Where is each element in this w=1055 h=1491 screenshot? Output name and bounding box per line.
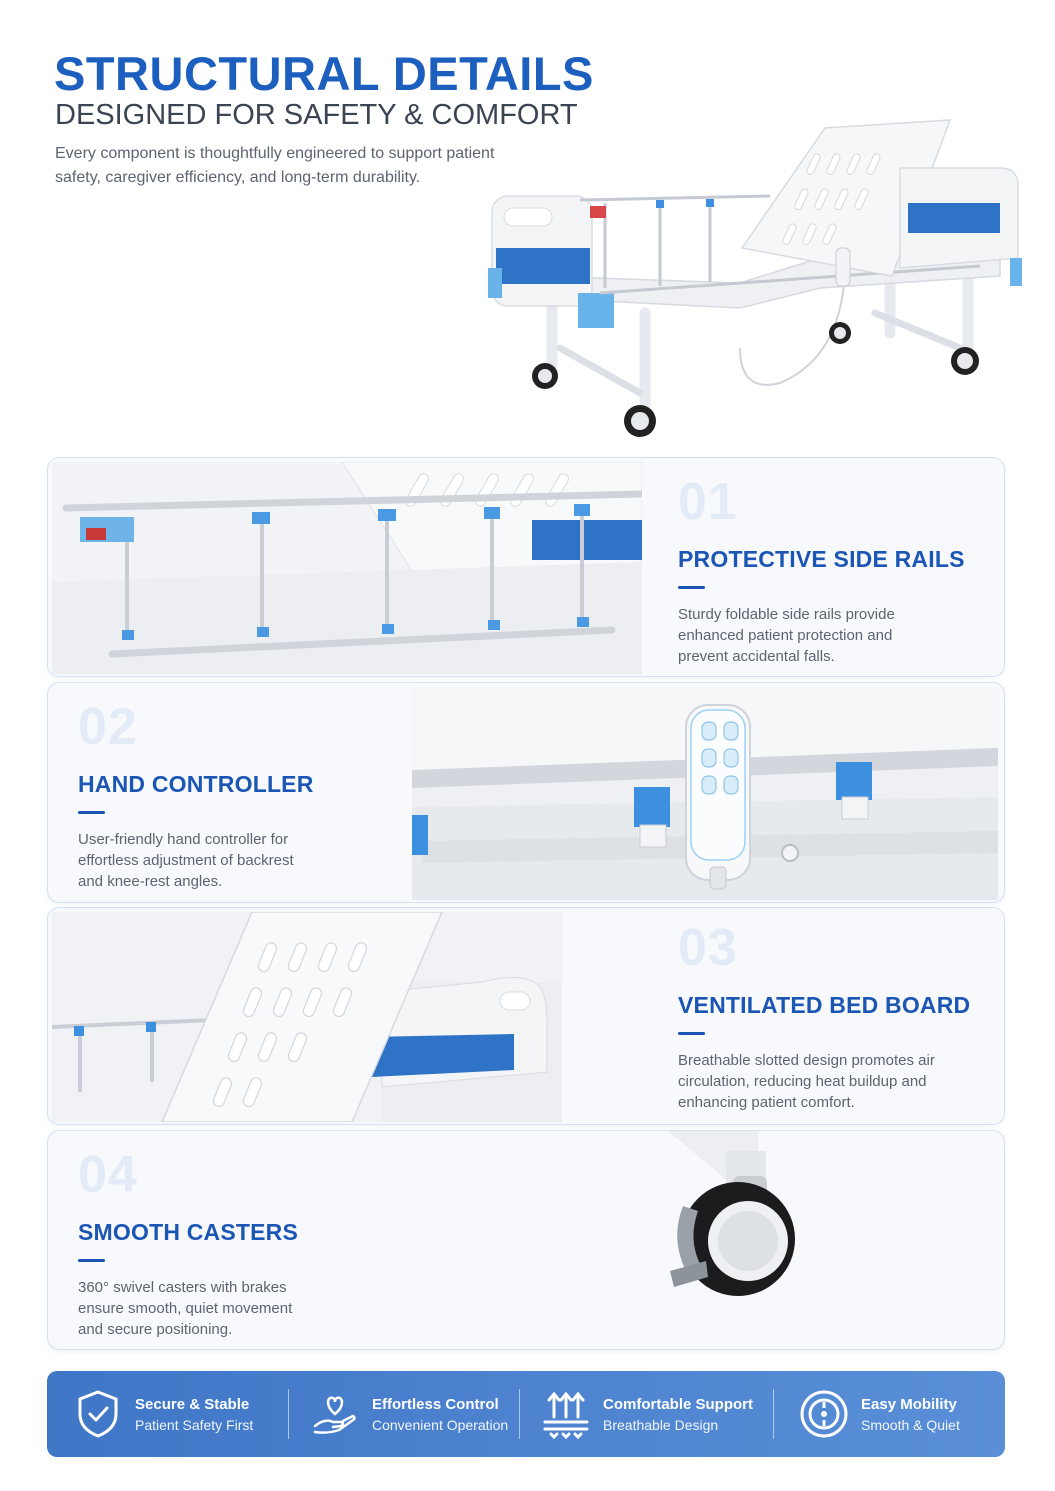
shield-check-icon [73,1389,123,1439]
feature-title: HAND CONTROLLER [78,771,314,797]
banner-title: Effortless Control [372,1395,499,1413]
feature-card-hand-controller: 02 HAND CONTROLLER User-friendly hand co… [47,682,1005,903]
banner-item-support: Comfortable Support Breathable Design [519,1371,773,1457]
page-subtitle: DESIGNED FOR SAFETY & COMFORT [55,99,578,131]
title-underline [678,586,705,589]
feature-number: 04 [78,1146,138,1204]
banner-item-mobility: Easy Mobility Smooth & Quiet [773,1371,1005,1457]
feature-description: Sturdy foldable side rails provide enhan… [678,606,895,665]
feature-number: 02 [78,698,138,756]
title-underline [78,811,105,814]
feature-number: 03 [678,919,738,977]
bed-board-image [52,912,562,1122]
banner-subtitle: Patient Safety First [135,1416,254,1433]
feature-banner: Secure & Stable Patient Safety First Eff… [47,1371,1005,1457]
feature-title: VENTILATED BED BOARD [678,992,971,1018]
wheel-icon [799,1389,849,1439]
hand-controller-image [412,687,998,900]
heart-hand-icon [310,1389,360,1439]
caster-wheel-image [668,1131,795,1296]
page-description: Every component is thoughtfully engineer… [55,145,495,186]
title-underline [678,1032,705,1035]
feature-description: User-friendly hand controller for effort… [78,831,294,890]
feature-number: 01 [678,473,738,531]
support-arrows-icon [541,1389,591,1439]
feature-card-casters: 04 SMOOTH CASTERS 360° swivel casters wi… [47,1130,1005,1350]
banner-item-secure: Secure & Stable Patient Safety First [47,1371,288,1457]
side-rails-image [52,462,642,674]
banner-subtitle: Breathable Design [603,1416,719,1433]
banner-title: Secure & Stable [135,1395,250,1413]
page-title: STRUCTURAL DETAILS [54,47,594,100]
banner-title: Easy Mobility [861,1395,957,1413]
title-underline [78,1259,105,1262]
feature-title: PROTECTIVE SIDE RAILS [678,546,965,572]
feature-text-bed-board: 03 VENTILATED BED BOARD Breathable slott… [678,922,970,1113]
banner-subtitle: Convenient Operation [372,1416,509,1433]
feature-text-side-rails: 01 PROTECTIVE SIDE RAILS Sturdy foldable… [678,476,965,667]
banner-title: Comfortable Support [603,1395,753,1413]
hospital-bed-image [488,119,1022,437]
feature-title: SMOOTH CASTERS [78,1219,299,1245]
feature-description: 360° swivel casters with brakes ensure s… [78,1279,293,1338]
feature-description: Breathable slotted design promotes air c… [678,1052,935,1111]
feature-card-bed-board: 03 VENTILATED BED BOARD Breathable slott… [47,907,1005,1125]
banner-item-control: Effortless Control Convenient Operation [288,1371,519,1457]
feature-card-side-rails: 01 PROTECTIVE SIDE RAILS Sturdy foldable… [47,457,1005,677]
banner-subtitle: Smooth & Quiet [861,1416,960,1433]
feature-text-casters: 04 SMOOTH CASTERS 360° swivel casters wi… [78,1149,318,1340]
feature-text-hand-controller: 02 HAND CONTROLLER User-friendly hand co… [78,701,318,892]
